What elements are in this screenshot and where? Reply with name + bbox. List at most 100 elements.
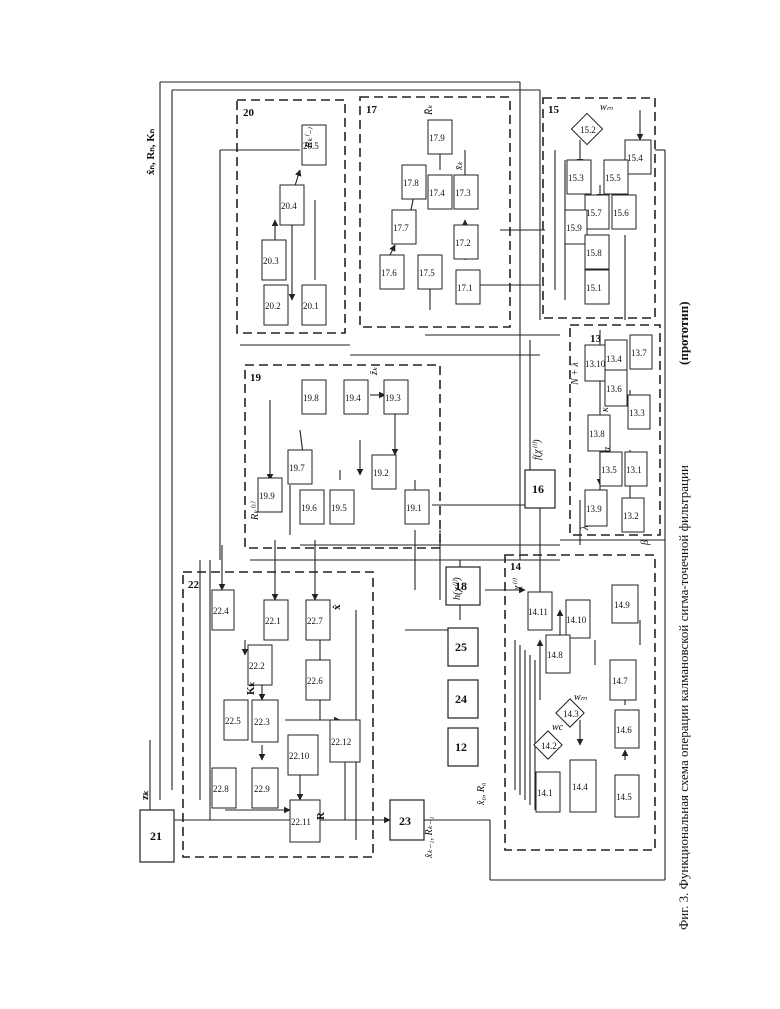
svg-text:17.5: 17.5 (419, 268, 435, 278)
caption-text: Фиг. 3. Функциональная схема операции ка… (676, 465, 691, 930)
block-19-2: 19.2 (372, 455, 396, 489)
block-14-4: 14.4 (570, 760, 596, 812)
svg-text:14.10: 14.10 (566, 615, 587, 625)
svg-text:17.6: 17.6 (381, 268, 397, 278)
block-22-8: 22.8 (212, 768, 236, 808)
group-19-number: 19 (250, 372, 262, 384)
block-13-6: 13.6 (605, 370, 627, 406)
block-14-10: 14.10 (566, 600, 590, 638)
block-17-2: 17.2 (454, 225, 478, 259)
label-rk-z: Rₖ⁽ᶻ⁾ (250, 501, 261, 521)
svg-text:14.8: 14.8 (547, 650, 563, 660)
svg-text:22.12: 22.12 (331, 737, 351, 747)
svg-text:13.4: 13.4 (606, 354, 622, 364)
block-14-8: 14.8 (546, 635, 570, 673)
block-13-9: 13.9 (585, 490, 607, 526)
svg-text:17.9: 17.9 (429, 133, 445, 143)
block-17-7: 17.7 (392, 210, 416, 244)
label-z-hat: ẑₖ (369, 366, 380, 376)
block-13-5: 13.5 (600, 452, 622, 486)
svg-text:20.1: 20.1 (303, 301, 319, 311)
svg-text:15.9: 15.9 (566, 223, 582, 233)
label-rk-minus: Rₖ⁽₋₎ (304, 127, 315, 149)
caption-suffix: (прототип) (676, 301, 691, 365)
block-12: 12 (448, 728, 478, 766)
label-input-z: zₖ (139, 790, 151, 800)
svg-text:15.8: 15.8 (586, 248, 602, 258)
label-chi: χ⁽ⁱ⁾ (512, 577, 523, 591)
svg-text:22.9: 22.9 (254, 784, 270, 794)
svg-text:13.2: 13.2 (623, 511, 639, 521)
block-24: 24 (448, 680, 478, 718)
label-k-gain: Kₖ (245, 681, 257, 695)
label-h-chi: h(χ⁽ⁱ⁾) (452, 577, 463, 600)
block-15-4: 15.4 (625, 140, 651, 174)
block-14-7: 14.7 (610, 660, 636, 700)
block-17-8: 17.8 (402, 165, 426, 199)
block-22-2: 22.2 (248, 645, 272, 685)
block-15-6: 15.6 (612, 195, 636, 229)
block-19-4: 19.4 (344, 380, 368, 414)
label-r: R (315, 811, 327, 820)
block-15-5: 15.5 (604, 160, 628, 194)
svg-text:19.6: 19.6 (301, 503, 317, 513)
svg-text:14.1: 14.1 (537, 788, 553, 798)
svg-text:13.8: 13.8 (589, 429, 605, 439)
svg-text:22.1: 22.1 (265, 616, 281, 626)
block-13-10: 13.10 (585, 345, 607, 381)
block-22-12: 22.12 (330, 720, 360, 762)
svg-text:19.9: 19.9 (259, 491, 275, 501)
svg-text:13.3: 13.3 (629, 408, 645, 418)
svg-text:12: 12 (455, 740, 467, 754)
block-19-7: 19.7 (288, 450, 312, 484)
block-16: 16 (525, 470, 555, 508)
label-f-chi: f(χ⁽ⁱ⁾) (532, 439, 543, 460)
svg-text:14.5: 14.5 (616, 792, 632, 802)
svg-text:22.4: 22.4 (213, 606, 229, 616)
svg-text:19.1: 19.1 (406, 503, 422, 513)
block-22-11: 22.11 (290, 800, 320, 842)
block-15-3: 15.3 (567, 160, 591, 194)
svg-text:22.5: 22.5 (225, 716, 241, 726)
label-wm-15: wₘ (600, 102, 614, 113)
group-15-number: 15 (548, 104, 560, 116)
svg-text:14.11: 14.11 (528, 607, 548, 617)
svg-text:20.4: 20.4 (281, 201, 297, 211)
block-15-7: 15.7 (585, 195, 609, 229)
svg-text:13.6: 13.6 (606, 384, 622, 394)
svg-text:19.2: 19.2 (373, 468, 389, 478)
block-22-5: 22.5 (224, 700, 248, 740)
block-13-2: 13.2 (622, 498, 644, 532)
label-outputs: x̂ₙ, Rₙ, Kₙ (145, 128, 157, 175)
svg-text:15.7: 15.7 (586, 208, 602, 218)
svg-text:13.5: 13.5 (601, 465, 617, 475)
block-19-6: 19.6 (300, 490, 324, 524)
block-14-9: 14.9 (612, 585, 638, 623)
block-22-7: 22.7 (306, 600, 330, 640)
group-20-number: 20 (243, 107, 255, 119)
block-17-5: 17.5 (418, 255, 442, 289)
svg-text:19.4: 19.4 (345, 393, 361, 403)
block-17-3: 17.3 (454, 175, 478, 209)
svg-text:17.3: 17.3 (455, 188, 471, 198)
svg-text:22.8: 22.8 (213, 784, 229, 794)
block-20-2: 20.2 (264, 285, 288, 325)
svg-text:22.6: 22.6 (307, 676, 323, 686)
label-lambda: λ (580, 525, 591, 531)
label-wm-14: wₘ (574, 692, 588, 703)
label-init-x: x̂₀, R₀ (476, 782, 487, 806)
label-prior-x: x̂ₖ₋₁, Rₖ₋₁ (424, 816, 435, 859)
block-19-9: 19.9 (258, 478, 282, 512)
block-22-9: 22.9 (252, 768, 278, 808)
svg-text:17.7: 17.7 (393, 223, 409, 233)
label-beta: β (640, 540, 651, 546)
svg-text:15.5: 15.5 (605, 173, 621, 183)
svg-text:16: 16 (532, 482, 544, 496)
svg-text:22.11: 22.11 (291, 817, 311, 827)
label-n-lambda: N + λ (570, 362, 581, 386)
block-14-1: 14.1 (536, 772, 560, 812)
block-15-8: 15.8 (585, 235, 609, 269)
group-14-number: 14 (510, 561, 522, 573)
block-13-8: 13.8 (588, 415, 610, 451)
